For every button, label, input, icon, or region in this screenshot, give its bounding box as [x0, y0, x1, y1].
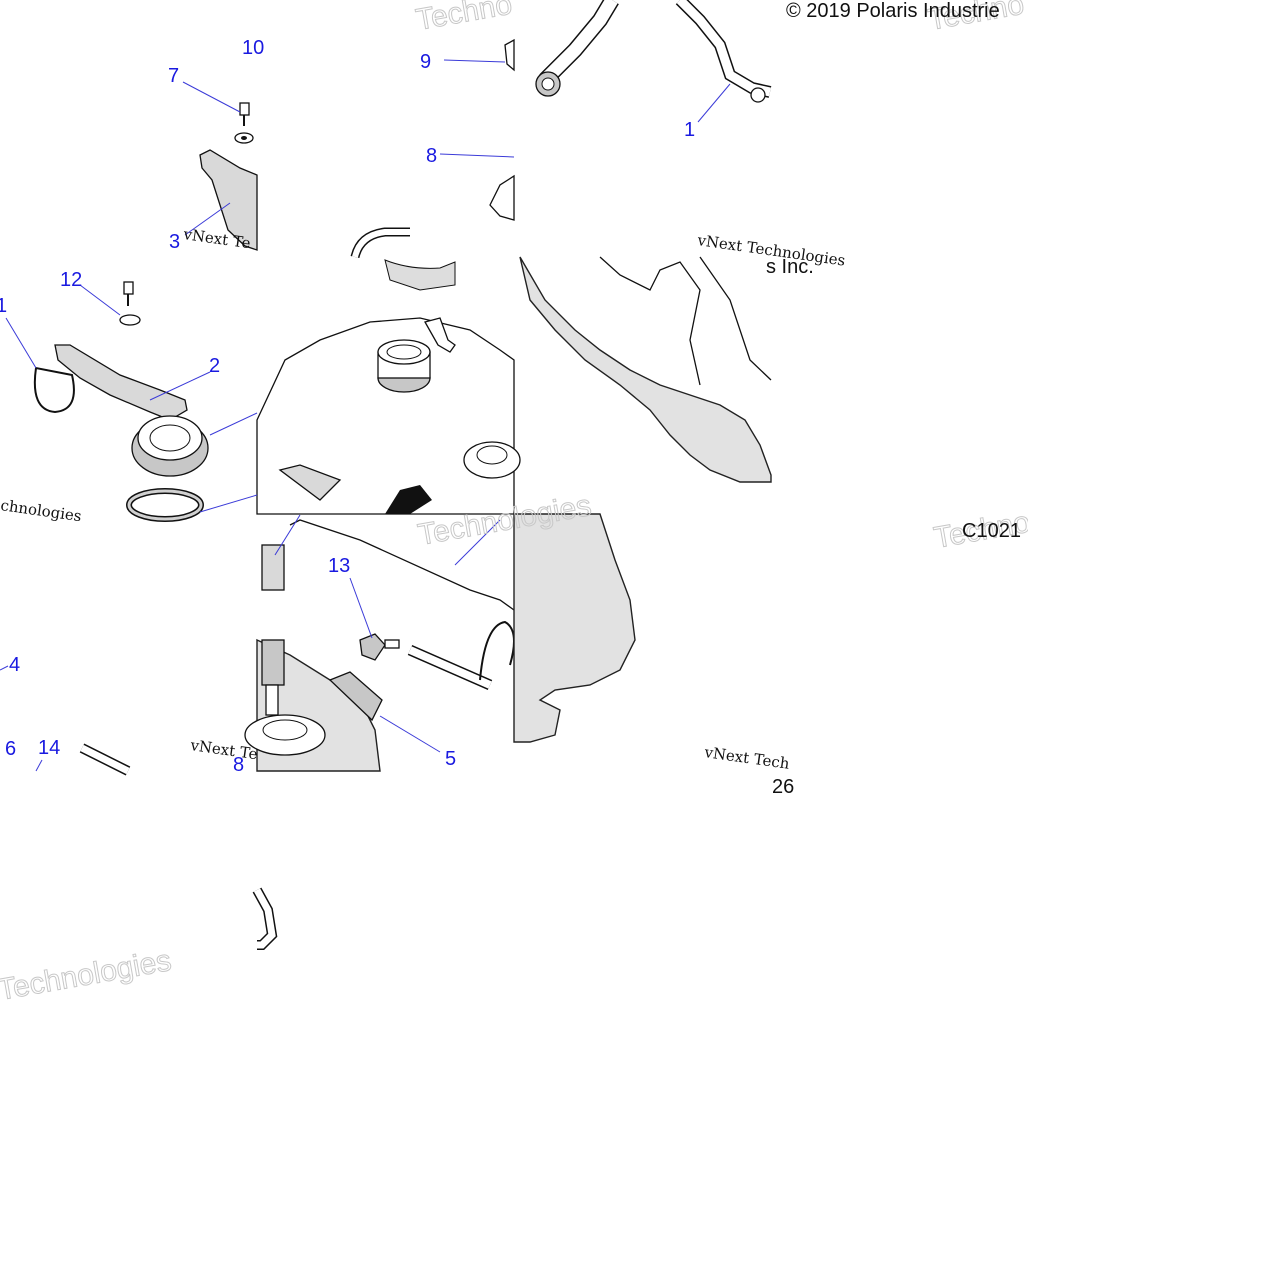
callout-13: 13 — [328, 555, 350, 577]
tile-middle-right — [519, 256, 772, 483]
callout-8: 8 — [233, 754, 244, 776]
callout-14: 14 — [38, 737, 60, 759]
tile-center — [256, 259, 521, 515]
callout-4: 4 — [9, 654, 20, 676]
page-number: 26 — [772, 776, 794, 798]
pad-5 — [328, 671, 383, 722]
callout-5: 5 — [445, 748, 456, 770]
watermark-vnext-4: vNext Tech — [702, 743, 791, 773]
callout-3: 3 — [169, 231, 180, 253]
tile-top-middle — [350, 38, 515, 259]
strap-loop — [33, 366, 75, 414]
callout-12: 12 — [60, 269, 82, 291]
fuel-tank-top — [256, 317, 515, 515]
callout-9: 8 — [426, 145, 437, 167]
copyright: © 2019 Polaris Industrie — [786, 0, 1000, 22]
bracket-3 — [199, 149, 258, 251]
meta: © 2019 Polaris Industrie s Inc. C1021 26 — [766, 0, 1021, 798]
bracket-9 — [489, 174, 515, 221]
fuel-pump — [244, 639, 326, 756]
bracket-2 — [54, 344, 188, 421]
fitting-13 — [359, 633, 400, 661]
fuel-line-part — [504, 38, 515, 72]
hose-fitting — [535, 71, 561, 97]
callout-1b: 1 — [0, 295, 7, 317]
tile-middle-left — [33, 281, 209, 522]
callout-10: 9 — [420, 51, 431, 73]
callout-11: 10 — [242, 37, 264, 59]
bolt-7 — [234, 102, 254, 144]
tile-bottom-center — [244, 519, 515, 772]
tile-top-left — [199, 102, 258, 251]
tile-lower-left — [252, 887, 278, 950]
callout-7: 7 — [168, 65, 179, 87]
callout-1: 1 — [684, 119, 695, 141]
copyright-tail: s Inc. — [766, 256, 814, 278]
fuel-tank-lower — [513, 513, 636, 743]
diagram-code: C1021 — [962, 520, 1021, 542]
fuel-tank-side — [519, 256, 772, 483]
watermark-technologies-bottom: Technologies — [0, 944, 174, 1007]
callouts: 7 10 9 8 1 3 12 1 2 13 4 6 14 8 5 — [0, 37, 695, 776]
watermark-technologies-top: Techno — [413, 0, 514, 37]
callout-6: 6 — [5, 738, 16, 760]
tile-bottom-right — [513, 513, 636, 743]
callout-2: 2 — [209, 355, 220, 377]
tile-bottom-left — [79, 743, 131, 776]
fuel-cap — [131, 415, 209, 477]
tile-top-right — [535, 0, 772, 103]
watermark-chnologies: chnologies — [0, 496, 83, 525]
watermarks: Techno Techno vNext Te vNext Technologie… — [0, 0, 1110, 1007]
leader-lines — [0, 59, 731, 772]
